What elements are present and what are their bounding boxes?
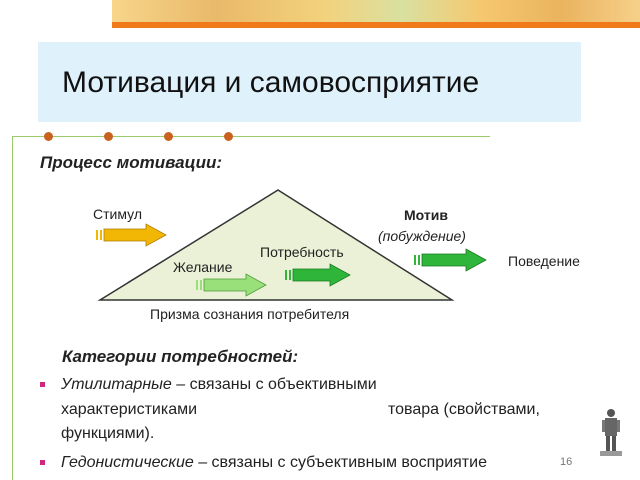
- header-decoration-band: [112, 0, 640, 22]
- divider-horizontal: [12, 136, 490, 137]
- bullet-2-rest: – связаны с субъективным восприятие: [193, 454, 487, 471]
- bullet-1-term: Утилитарные: [61, 376, 172, 393]
- divider-vertical: [12, 136, 13, 480]
- categories-heading: Категории потребностей:: [62, 347, 299, 366]
- bullet-marker: [40, 460, 45, 465]
- bullet-marker: [40, 382, 45, 387]
- figure-statue-icon: [600, 409, 622, 456]
- bullet-1-line-2-right: товара (свойствами,: [388, 401, 540, 418]
- slide-title: Мотивация и самовосприятие: [62, 66, 480, 99]
- bullet-2-line-1: Гедонистические – связаны с субъективным…: [61, 454, 487, 472]
- decor-dot: [164, 132, 173, 141]
- header-accent-stripe: [112, 22, 640, 28]
- motive-arrow: [414, 248, 487, 272]
- motive-label: Мотив: [404, 207, 448, 223]
- decor-dot: [44, 132, 53, 141]
- stimulus-arrow: [96, 223, 167, 247]
- motive-sub-label: (побуждение): [378, 228, 466, 244]
- bullet-1-line-3: функциями).: [61, 425, 155, 442]
- bullet-1-line-1: Утилитарные – связаны с объективными: [61, 376, 377, 394]
- decor-dot: [104, 132, 113, 141]
- process-heading: Процесс мотивации:: [40, 153, 222, 172]
- title-background: [38, 42, 581, 122]
- bullet-1-line-2-left: характеристиками: [61, 401, 198, 418]
- prism-triangle: [97, 189, 455, 301]
- bullet-1-rest: – связаны с объективными: [171, 376, 377, 393]
- page-number: 16: [560, 456, 573, 468]
- need-arrow: [285, 263, 351, 287]
- desire-arrow: [196, 273, 267, 297]
- desire-label: Желание: [173, 259, 233, 275]
- decor-dot: [224, 132, 233, 141]
- need-label: Потребность: [260, 244, 344, 260]
- bullet-2-term: Гедонистические: [61, 454, 194, 471]
- behavior-label: Поведение: [508, 253, 580, 269]
- prism-label: Призма сознания потребителя: [150, 306, 350, 322]
- stimulus-label: Стимул: [93, 206, 142, 222]
